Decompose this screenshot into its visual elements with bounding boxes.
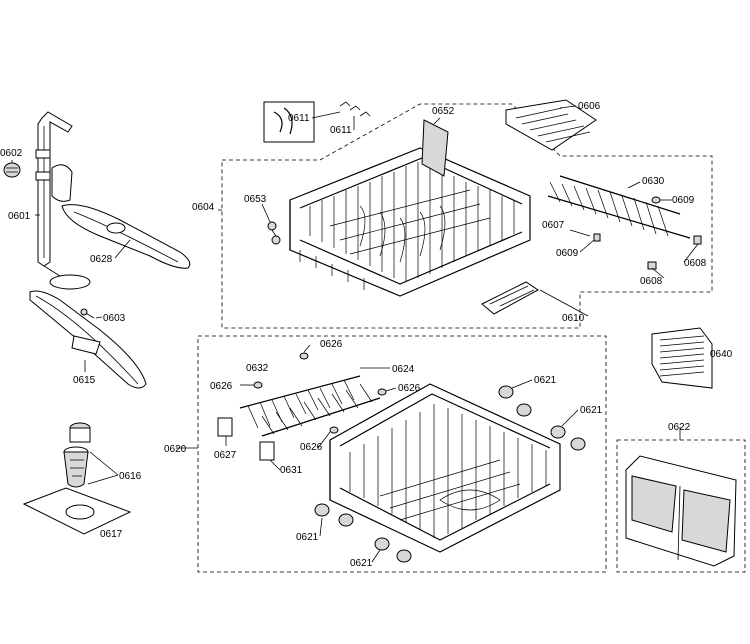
label-0611-a: 0611 [288, 113, 310, 124]
lower-spray-arm-part [29, 290, 147, 389]
filter-assembly-part [63, 422, 91, 488]
label-0616: 0616 [119, 471, 142, 482]
label-0632: 0632 [246, 363, 269, 374]
label-0621-c: 0621 [296, 532, 319, 543]
label-0603: 0603 [103, 313, 126, 324]
label-0615: 0615 [73, 375, 96, 386]
label-0617: 0617 [100, 529, 123, 540]
filter-plate-part [22, 487, 132, 535]
label-0620: 0620 [164, 444, 187, 455]
label-0624: 0624 [392, 364, 415, 375]
label-0601: 0601 [8, 211, 31, 222]
label-0628: 0628 [90, 254, 113, 265]
label-0631: 0631 [280, 465, 303, 476]
cutlery-basket-part [625, 455, 737, 567]
lower-rack-group-outline [197, 335, 607, 573]
label-0622: 0622 [668, 422, 691, 433]
rack-rail-detail-box [263, 101, 315, 143]
label-0652: 0652 [432, 106, 455, 117]
label-0609-b: 0609 [556, 248, 579, 259]
label-0653: 0653 [244, 194, 267, 205]
screw-part [80, 308, 95, 319]
label-0607: 0607 [542, 220, 565, 231]
label-0606: 0606 [578, 101, 601, 112]
label-0640: 0640 [710, 349, 733, 360]
label-0608-a: 0608 [684, 258, 707, 269]
lower-rack-tines [239, 375, 381, 437]
lower-rack-basket [329, 383, 561, 553]
lower-rack-clips-parts [217, 352, 387, 461]
upper-rack-basket [289, 119, 531, 297]
label-0621-a: 0621 [534, 375, 557, 386]
label-0626-d: 0626 [300, 442, 323, 453]
spray-arm-supply-tube [35, 111, 91, 290]
label-0626-b: 0626 [210, 381, 233, 392]
label-0611-b: 0611 [330, 125, 352, 136]
label-0627: 0627 [214, 450, 237, 461]
label-0626-c: 0626 [398, 383, 421, 394]
leader-lines [11, 105, 699, 563]
rack-wheel-assembly-part [267, 221, 281, 245]
handle-part [481, 281, 539, 315]
upper-rack-group-outline [221, 103, 713, 329]
rack-wheels-parts [314, 385, 586, 563]
rail-clip-parts [339, 101, 371, 117]
label-0602: 0602 [0, 148, 23, 159]
label-0609-a: 0609 [672, 195, 695, 206]
filter-cap-part [3, 162, 21, 178]
label-0621-d: 0621 [350, 558, 373, 569]
label-0621-b: 0621 [580, 405, 603, 416]
cutlery-basket-group-outline [616, 439, 746, 573]
label-0604: 0604 [192, 202, 215, 213]
cup-shelf-part [505, 99, 597, 151]
label-0630: 0630 [642, 176, 665, 187]
filter-housing-part [651, 327, 713, 389]
label-0608-b: 0608 [640, 276, 663, 287]
label-0626-a: 0626 [320, 339, 343, 350]
label-0610: 0610 [562, 313, 585, 324]
folding-tines-part [547, 175, 691, 239]
upper-spray-arm-part [61, 204, 191, 269]
